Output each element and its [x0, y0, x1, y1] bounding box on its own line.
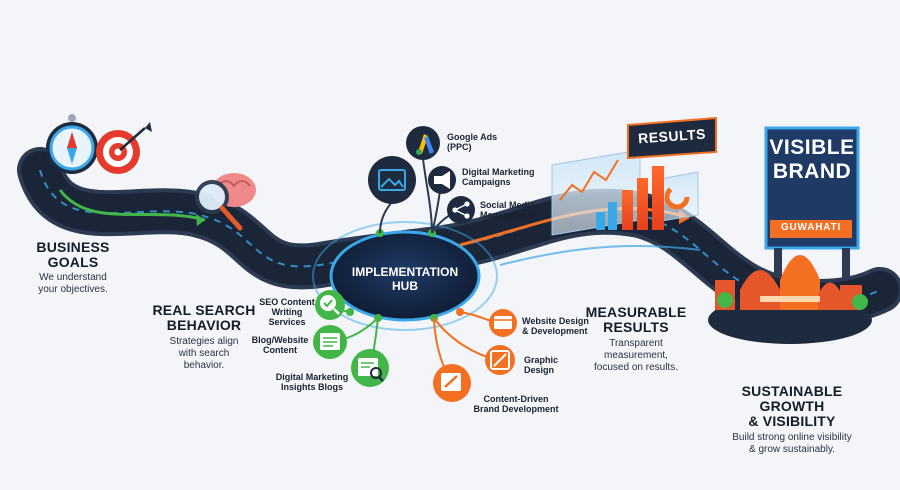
service-dm-campaigns: Digital Marketing Campaigns — [462, 167, 535, 187]
sustainable-desc-line2: & grow sustainably. — [749, 444, 835, 455]
measurable-results-desc: Transparent measurement, focused on resu… — [580, 338, 692, 374]
web-design-icon — [489, 309, 517, 337]
service-graphic-design-line1: Graphic — [524, 355, 559, 365]
service-social-media-line2: Management — [480, 210, 536, 220]
service-dm-campaigns-line1: Digital Marketing — [462, 167, 535, 177]
service-blog-content: Blog/Website Content — [246, 335, 314, 355]
service-google-ads-line2: (PPC) — [447, 142, 472, 152]
service-blog-content-line2: Content — [263, 345, 297, 355]
service-dm-campaigns-line2: Campaigns — [462, 177, 511, 187]
results-dashboard — [551, 116, 717, 236]
temple-city — [708, 255, 872, 344]
service-insights-blogs-line2: Insights Blogs — [280, 382, 343, 392]
design-icon — [485, 345, 515, 375]
target-icon — [96, 122, 152, 174]
measurable-desc-line1: Transparent — [609, 338, 663, 349]
service-social-media: Social Media Management — [480, 200, 535, 220]
measurable-desc-line2: measurement, — [604, 350, 668, 361]
real-search-label: REAL SEARCH BEHAVIOR Strategies align wi… — [148, 303, 260, 372]
service-insights-blogs-line1: Digital Marketing — [275, 372, 349, 382]
business-goals-desc: We understand your objectives. — [28, 272, 118, 296]
measurable-title-line1: MEASURABLE — [585, 304, 687, 320]
real-search-desc-line1: Strategies align — [169, 336, 239, 347]
service-brand-development-line2: Brand Development — [473, 404, 559, 414]
hub-label-line2: HUB — [392, 279, 418, 293]
brain-magnifier-icon — [195, 173, 256, 231]
measurable-desc-line3: focused on results. — [594, 362, 678, 373]
real-search-title-line1: REAL SEARCH — [152, 302, 256, 318]
sustainable-title-line2: & VISIBILITY — [748, 413, 836, 429]
service-seo-content: SEO Content Writing Services — [252, 297, 322, 327]
visible-brand-sign — [764, 126, 860, 278]
sustainable-growth-desc: Build strong online visibility & grow su… — [712, 432, 872, 456]
share-icon — [447, 196, 475, 224]
sustainable-growth-title: SUSTAINABLE GROWTH & VISIBILITY — [712, 384, 872, 429]
business-goals-title-line2: GOALS — [47, 254, 99, 270]
service-graphic-design-line2: Design — [524, 365, 555, 375]
hub-label: IMPLEMENTATION HUB — [340, 265, 470, 293]
visible-brand-sign-text: VISIBLE BRAND — [768, 136, 856, 184]
real-search-desc-line3: behavior. — [183, 360, 225, 371]
service-blog-content-line1: Blog/Website — [251, 335, 309, 345]
search-doc-icon — [351, 349, 389, 387]
compass-icon — [46, 114, 98, 174]
service-brand-development: Content-Driven Brand Development — [466, 394, 566, 414]
service-web-design: Website Design & Development — [522, 316, 589, 336]
guwahati-ribbon: GUWAHATI — [780, 222, 842, 233]
visible-brand-line2: BRAND — [772, 160, 852, 183]
megaphone-icon — [428, 166, 456, 194]
measurable-title-line2: RESULTS — [603, 319, 669, 335]
real-search-title-line2: BEHAVIOR — [166, 317, 242, 333]
hub-label-line1: IMPLEMENTATION — [351, 265, 459, 279]
document-icon — [313, 325, 347, 359]
service-social-media-line1: Social Media — [480, 200, 535, 210]
service-google-ads-line1: Google Ads — [447, 132, 498, 142]
real-search-title: REAL SEARCH BEHAVIOR — [148, 303, 260, 333]
service-brand-development-line1: Content-Driven — [483, 394, 549, 404]
sustainable-desc-line1: Build strong online visibility — [732, 432, 852, 443]
image-icon — [368, 156, 416, 204]
service-web-design-line1: Website Design — [522, 316, 589, 326]
service-web-design-line2: & Development — [522, 326, 588, 336]
check-search-icon — [315, 290, 345, 320]
business-goals-title: BUSINESS GOALS — [28, 240, 118, 270]
real-search-desc: Strategies align with search behavior. — [148, 336, 260, 372]
pen-icon — [433, 364, 471, 402]
service-insights-blogs: Digital Marketing Insights Blogs — [272, 372, 352, 392]
google-ads-icon — [406, 126, 440, 160]
real-search-desc-line2: with search — [178, 348, 230, 359]
visible-brand-line1: VISIBLE — [769, 136, 855, 159]
service-seo-content-line2: Writing Services — [268, 307, 306, 327]
measurable-results-label: MEASURABLE RESULTS Transparent measureme… — [580, 305, 692, 374]
service-seo-content-line1: SEO Content — [259, 297, 315, 307]
service-graphic-design: Graphic Design — [524, 355, 558, 375]
service-google-ads: Google Ads (PPC) — [447, 132, 497, 152]
measurable-results-title: MEASURABLE RESULTS — [580, 305, 692, 335]
business-goals-label: BUSINESS GOALS We understand your object… — [28, 240, 118, 296]
sustainable-growth-label: SUSTAINABLE GROWTH & VISIBILITY Build st… — [712, 384, 872, 456]
business-goals-title-line1: BUSINESS — [36, 239, 110, 255]
business-goals-desc-line1: We understand — [39, 272, 107, 283]
sustainable-title-line1: SUSTAINABLE GROWTH — [741, 383, 843, 414]
business-goals-desc-line2: your objectives. — [38, 284, 108, 295]
